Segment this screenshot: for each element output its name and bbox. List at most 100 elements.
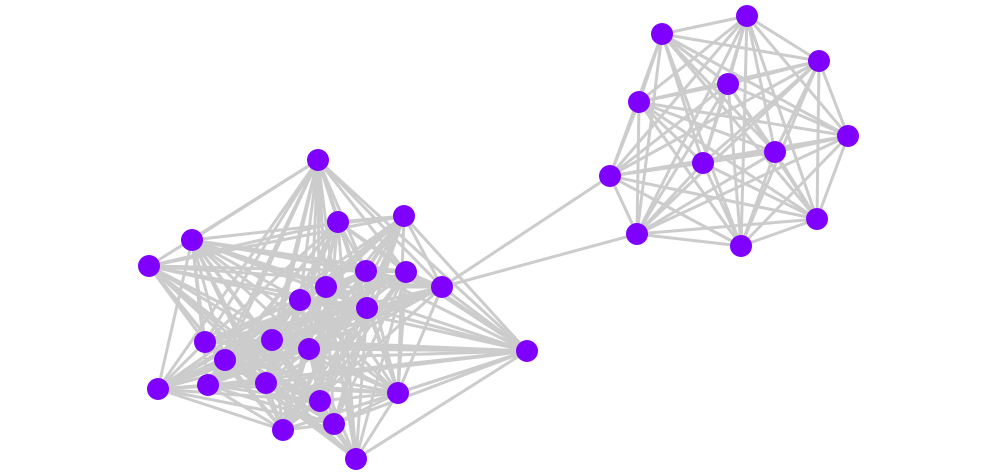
- right-cluster-edge: [635, 100, 641, 236]
- right-cluster-edge: [637, 82, 730, 104]
- left-cluster-edge: [147, 264, 302, 302]
- left-cluster-edge: [332, 306, 369, 426]
- right-cluster-edge: [745, 14, 821, 63]
- left-cluster-edge: [332, 391, 400, 426]
- right-cluster-edge: [635, 32, 664, 236]
- left-cluster-node: [393, 205, 415, 227]
- right-cluster-edge: [701, 82, 730, 165]
- left-cluster-node: [395, 261, 417, 283]
- bridge-edge: [440, 232, 639, 289]
- left-cluster-edge: [147, 264, 274, 342]
- left-cluster-edge: [203, 220, 340, 344]
- left-cluster-edge: [332, 349, 529, 426]
- right-cluster-node: [764, 141, 786, 163]
- left-cluster-node: [307, 149, 329, 171]
- left-cluster-node: [197, 374, 219, 396]
- right-cluster-edge: [773, 150, 819, 221]
- left-cluster-edge: [190, 238, 302, 302]
- right-cluster-edge: [637, 100, 743, 248]
- right-cluster-edge: [608, 14, 749, 178]
- right-cluster-edge: [608, 82, 730, 178]
- left-cluster-node: [387, 382, 409, 404]
- right-cluster-node: [692, 152, 714, 174]
- right-cluster-edge: [637, 100, 705, 165]
- left-cluster-edge: [281, 298, 302, 432]
- left-cluster-node: [261, 329, 283, 351]
- left-cluster-node: [355, 260, 377, 282]
- right-cluster-edge: [637, 100, 777, 154]
- right-cluster-edge: [701, 161, 819, 221]
- right-cluster-node: [806, 208, 828, 230]
- left-cluster-edge: [354, 349, 529, 461]
- left-cluster-edge: [298, 220, 340, 302]
- right-cluster-edge: [660, 32, 743, 248]
- right-cluster-edge: [726, 82, 743, 248]
- graph-nodes: [138, 5, 859, 470]
- left-cluster-edge: [206, 383, 336, 426]
- right-cluster-edge: [635, 232, 743, 248]
- left-cluster-edge: [307, 347, 358, 461]
- right-cluster-edge: [635, 150, 777, 236]
- right-cluster-edge: [701, 161, 743, 248]
- right-cluster-edge: [726, 59, 821, 86]
- left-cluster-node: [298, 338, 320, 360]
- right-cluster-edge: [815, 134, 850, 221]
- right-cluster-edge: [608, 59, 821, 178]
- left-cluster-node: [323, 413, 345, 435]
- bridge-edge: [440, 174, 612, 289]
- right-cluster-edge: [739, 150, 777, 248]
- right-cluster-edge: [635, 14, 749, 236]
- right-cluster-edge: [745, 14, 850, 138]
- right-cluster-edge: [660, 14, 749, 36]
- right-cluster-edge: [608, 100, 641, 178]
- left-cluster-edge: [396, 270, 408, 395]
- right-cluster-edge: [726, 82, 850, 138]
- left-cluster-node: [138, 255, 160, 277]
- right-cluster-node: [628, 91, 650, 113]
- left-cluster-edge: [264, 298, 302, 385]
- left-cluster-node: [272, 419, 294, 441]
- right-cluster-edge: [608, 174, 743, 248]
- left-cluster-node: [181, 229, 203, 251]
- right-cluster-edge: [608, 161, 705, 178]
- left-cluster-node: [431, 276, 453, 298]
- right-cluster-edge: [635, 134, 850, 236]
- left-cluster-edge: [156, 340, 207, 391]
- left-cluster-edge: [147, 158, 320, 268]
- right-cluster-edge: [739, 134, 850, 248]
- left-cluster-edge: [156, 238, 194, 391]
- right-cluster-edge: [637, 14, 749, 104]
- left-cluster-node: [194, 331, 216, 353]
- left-cluster-node: [147, 378, 169, 400]
- right-cluster-edge: [660, 32, 821, 63]
- left-cluster-edge: [156, 387, 336, 426]
- right-cluster-edge: [739, 217, 819, 248]
- left-cluster-edge: [316, 158, 444, 289]
- right-cluster-edge: [635, 161, 705, 236]
- left-cluster-edge: [316, 158, 529, 353]
- right-cluster-node: [808, 50, 830, 72]
- left-cluster-node: [214, 349, 236, 371]
- left-cluster-edge: [203, 306, 369, 344]
- right-cluster-node: [837, 125, 859, 147]
- left-cluster-node: [345, 448, 367, 470]
- right-cluster-edge: [635, 82, 730, 236]
- left-cluster-edge: [298, 298, 529, 353]
- left-cluster-edge: [404, 270, 529, 353]
- right-cluster-edge: [817, 59, 850, 138]
- left-cluster-edge: [156, 270, 408, 391]
- left-cluster-edge: [156, 387, 285, 432]
- left-cluster-edge: [281, 391, 400, 432]
- left-cluster-node: [315, 276, 337, 298]
- right-cluster-node: [730, 235, 752, 257]
- left-cluster-edge: [318, 391, 400, 403]
- left-cluster-edge: [354, 306, 369, 461]
- left-cluster-node: [255, 372, 277, 394]
- left-cluster-node: [309, 390, 331, 412]
- left-cluster-node: [516, 340, 538, 362]
- right-cluster-edge: [637, 100, 850, 138]
- right-cluster-edge: [608, 174, 819, 221]
- right-cluster-node: [651, 23, 673, 45]
- left-cluster-edge: [264, 349, 529, 385]
